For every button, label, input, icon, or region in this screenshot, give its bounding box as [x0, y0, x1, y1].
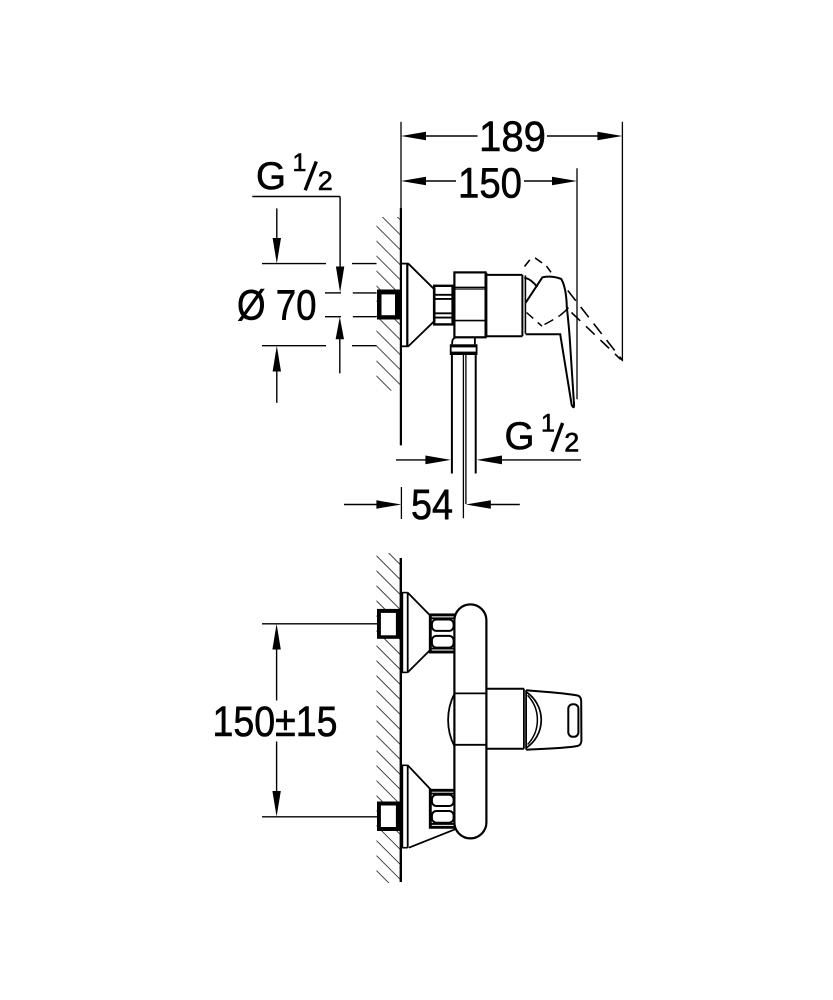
svg-text:2: 2: [318, 166, 333, 196]
svg-text:1: 1: [541, 409, 555, 437]
svg-text:189: 189: [479, 113, 546, 161]
svg-text:150±15: 150±15: [213, 698, 338, 746]
svg-text:Ø 70: Ø 70: [237, 281, 317, 329]
svg-text:G: G: [256, 155, 286, 198]
svg-text:54: 54: [411, 481, 453, 529]
svg-text:2: 2: [564, 427, 579, 457]
svg-text:150: 150: [458, 160, 522, 208]
svg-text:G: G: [505, 415, 535, 458]
svg-text:1: 1: [293, 149, 307, 177]
